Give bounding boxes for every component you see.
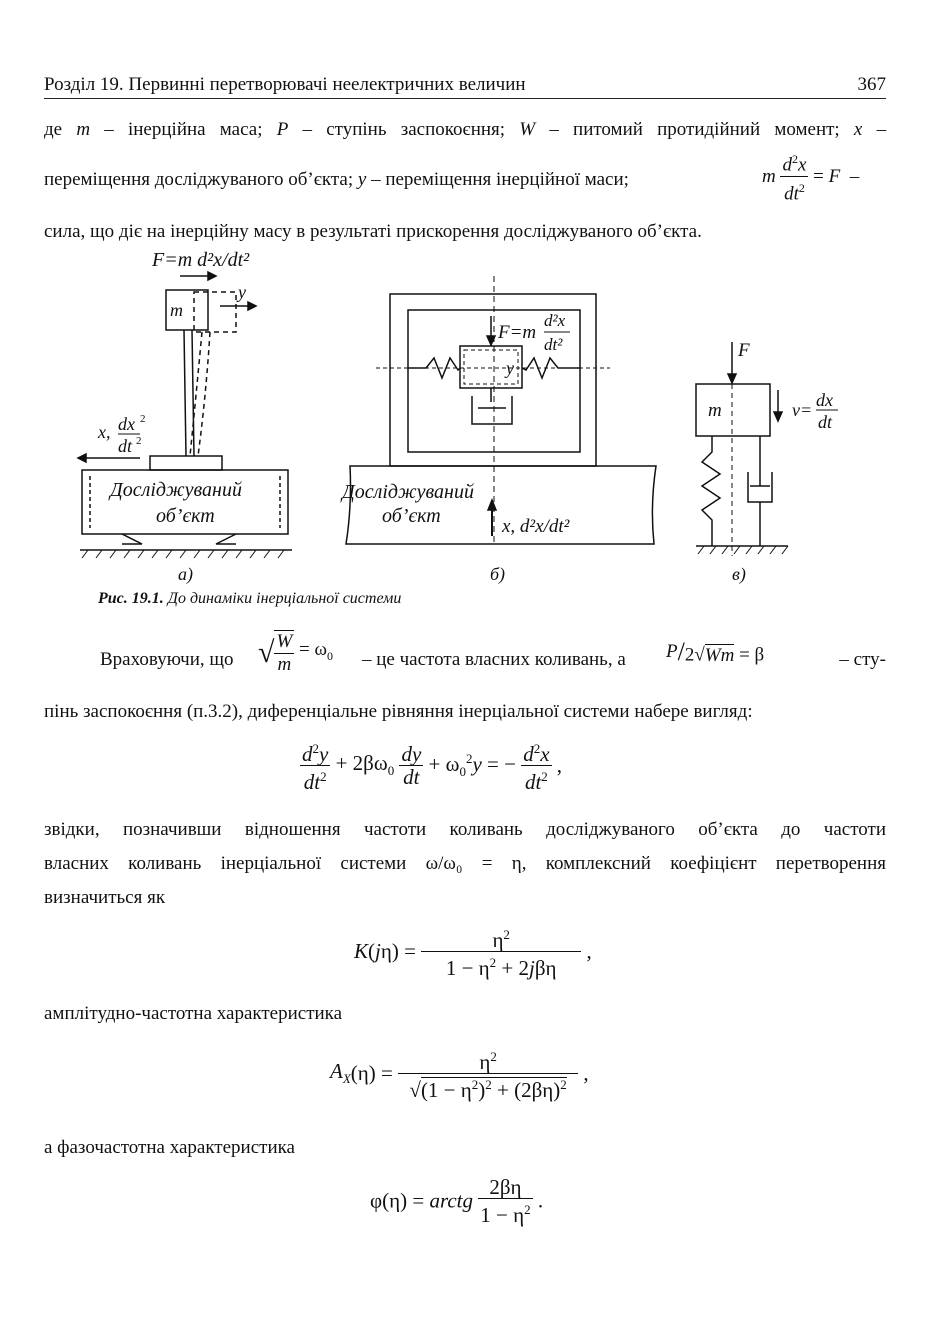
c-v-label: v= (792, 400, 812, 420)
running-title: Розділ 19. Первинні перетворювачі неелек… (44, 74, 526, 95)
svg-text:dx: dx (118, 414, 135, 434)
page-number: 367 (857, 74, 887, 95)
para3-line1: звідки, позначивши відношення частоти ко… (44, 819, 886, 840)
label-a: а) (178, 564, 193, 585)
label-c: в) (732, 564, 746, 585)
subfigure-a: F=m d²x/dt² m y Досліджуваний об’єкт x, … (76, 249, 292, 585)
svg-text:d²x: d²x (544, 311, 566, 330)
beta-formula: P/2√Wm = β (666, 637, 765, 666)
b-force-label: F=m (497, 322, 536, 343)
subfigure-b: y F=m d²x dt² Досліджуваний об’єкт x, d²… (340, 276, 657, 585)
svg-text:dt²: dt² (544, 335, 563, 354)
amplitude-frequency-equation: AX(η) = η2√(1 − η2)2 + (2βη)2 , (330, 1046, 589, 1102)
figure-caption: Рис. 19.1. До динаміки інерціальної сист… (98, 590, 401, 608)
paragraph-1: де m – інерційна маса; P – ступінь заспо… (44, 112, 886, 148)
caption-text: До динаміки інерціальної системи (167, 590, 402, 607)
para1-line3: сила, що діє на інерційну масу в результ… (44, 221, 702, 242)
figure-19-1: F=m d²x/dt² m y Досліджуваний об’єкт x, … (76, 249, 838, 585)
a-mass-label: m (170, 300, 183, 320)
svg-text:2: 2 (136, 435, 142, 447)
para4: амплітудно-частотна характеристика (44, 1003, 343, 1024)
para1-line2: переміщення досліджуваного об’єкта; y – … (44, 152, 886, 205)
a-object-line1: Досліджуваний (108, 479, 242, 501)
caption-number: Рис. 19.1. (98, 590, 164, 607)
para3-line2: власних коливань інерціальної системи ω/… (44, 853, 886, 874)
a-y-label: y (236, 282, 246, 302)
b-y-label: y (504, 358, 514, 378)
a-force-label: F=m d²x/dt² (151, 249, 250, 271)
a-x-label: x, (97, 422, 111, 442)
b-object-line2: об’єкт (382, 505, 441, 527)
svg-text:dt: dt (818, 412, 833, 432)
b-x-label: x, d²x/dt² (501, 516, 570, 537)
b-object-line1: Досліджуваний (340, 481, 474, 503)
para5: а фазочастотна характеристика (44, 1137, 295, 1158)
label-b: б) (490, 564, 505, 585)
c-mass-label: m (708, 400, 722, 421)
para2-line2: пінь заспокоєння (п.3.2), диференціальне… (44, 701, 753, 722)
para1-line1: де m – інерційна маса; P – ступінь заспо… (44, 119, 887, 140)
svg-text:2: 2 (140, 413, 146, 425)
svg-text:dx: dx (816, 390, 833, 410)
svg-text:dt: dt (118, 436, 133, 456)
page-header: Розділ 19. Первинні перетворювачі неелек… (44, 74, 886, 99)
a-object-line2: об’єкт (156, 505, 215, 527)
subfigure-c: F m v= dx dt в) (695, 340, 838, 585)
para3-line3: визначиться як (44, 887, 166, 908)
c-force-label: F (737, 340, 750, 361)
